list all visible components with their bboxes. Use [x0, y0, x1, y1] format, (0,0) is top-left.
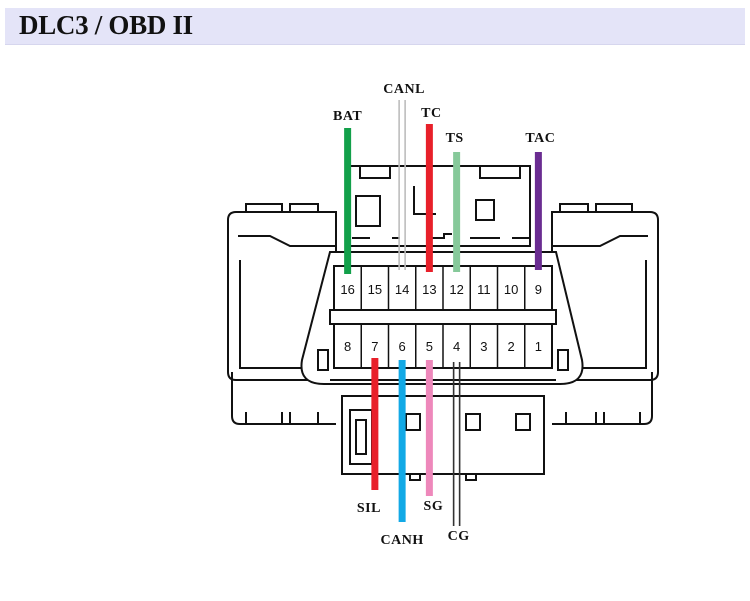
pin-number-12: 12	[449, 282, 463, 297]
page-title: DLC3 / OBD II	[19, 10, 193, 40]
signal-label-canh: CANH	[381, 533, 424, 548]
pin-number-16: 16	[340, 282, 354, 297]
pin-number-8: 8	[344, 339, 351, 354]
pin-number-2: 2	[508, 339, 515, 354]
signal-label-tac: TAC	[525, 131, 555, 146]
pin-number-15: 15	[368, 282, 382, 297]
pin-number-6: 6	[399, 339, 406, 354]
signal-label-sil: SIL	[357, 501, 381, 516]
center-divider	[329, 309, 557, 325]
signal-label-ts: TS	[446, 131, 464, 146]
pin-number-14: 14	[395, 282, 409, 297]
pin-number-1: 1	[535, 339, 542, 354]
signal-label-tc: TC	[421, 106, 441, 121]
header-bar: DLC3 / OBD II	[5, 8, 745, 45]
pin-number-13: 13	[422, 282, 436, 297]
signal-label-canl: CANL	[383, 82, 425, 97]
pin-number-4: 4	[453, 339, 460, 354]
pin-number-3: 3	[480, 339, 487, 354]
pin-grid	[329, 265, 557, 369]
pin-number-11: 11	[477, 282, 491, 297]
pin-number-10: 10	[504, 282, 518, 297]
pin-number-9: 9	[535, 282, 542, 297]
pin-number-7: 7	[371, 339, 378, 354]
signal-label-cg: CG	[448, 529, 470, 544]
signal-label-sg: SG	[424, 499, 444, 514]
pin-number-5: 5	[426, 339, 433, 354]
signal-label-bat: BAT	[333, 109, 362, 124]
